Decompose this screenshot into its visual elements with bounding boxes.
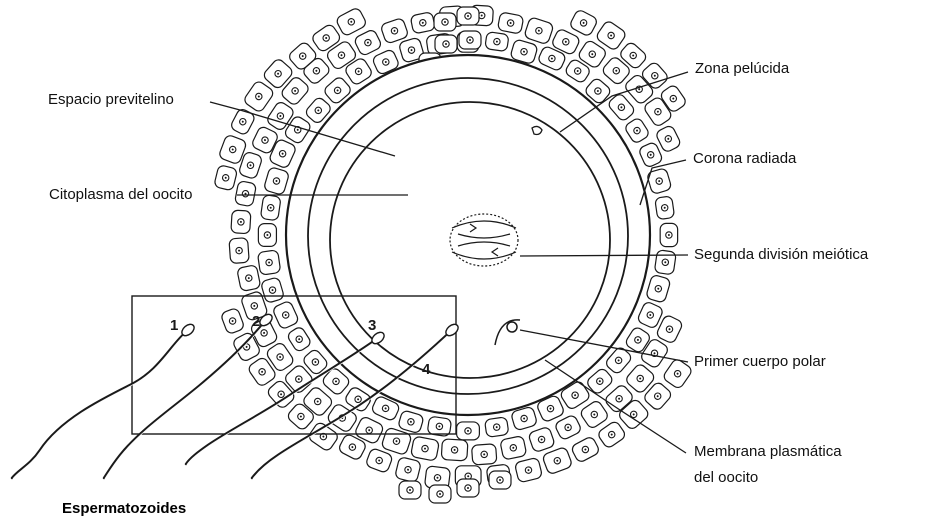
corona-cell bbox=[229, 238, 249, 264]
corona-cell bbox=[395, 457, 422, 483]
spermatozoon-1 bbox=[12, 322, 196, 479]
corona-cell bbox=[231, 210, 251, 234]
polar-body bbox=[507, 322, 517, 332]
corona-cell bbox=[524, 17, 554, 45]
corona-cell bbox=[365, 448, 393, 474]
stage-number-4: 4 bbox=[422, 361, 431, 378]
corona-cell bbox=[654, 250, 676, 275]
corona-cell bbox=[585, 367, 614, 395]
corona-cell bbox=[234, 181, 256, 207]
corona-cell bbox=[321, 366, 351, 396]
corona-cell bbox=[353, 29, 382, 57]
label-espacio-previtelino: Espacio previtelino bbox=[48, 91, 174, 109]
corona-cell bbox=[214, 165, 238, 191]
corona-cell bbox=[660, 223, 677, 246]
corona-cell bbox=[497, 12, 524, 34]
corona-cell bbox=[579, 399, 610, 429]
corona-cell bbox=[272, 300, 300, 330]
corona-cell bbox=[263, 167, 289, 196]
label-primer-cuerpo-polar: Primer cuerpo polar bbox=[694, 353, 826, 371]
label-membrana-line2: del oocito bbox=[694, 469, 758, 487]
stage-number-1: 1 bbox=[170, 317, 178, 334]
corona-cell bbox=[554, 414, 582, 441]
corona-cell bbox=[655, 124, 682, 153]
corona-cell bbox=[441, 439, 468, 461]
label-citoplasma: Citoplasma del oocito bbox=[49, 186, 192, 204]
corona-cell bbox=[624, 117, 651, 145]
corona-cell bbox=[597, 420, 627, 449]
corona-cell bbox=[258, 224, 276, 247]
corona-cell bbox=[410, 12, 435, 34]
corona-cell bbox=[542, 446, 573, 475]
corona-cell bbox=[457, 7, 479, 25]
corona-cell bbox=[435, 35, 457, 53]
caption-espermatozoides: Espermatozoides bbox=[62, 500, 186, 517]
corona-cell bbox=[220, 307, 245, 334]
corona-cell bbox=[410, 436, 439, 461]
corona-cell bbox=[471, 444, 496, 465]
corona-cell bbox=[457, 479, 479, 497]
corona-cell bbox=[459, 31, 481, 49]
corona-cell bbox=[429, 485, 451, 503]
corona-cell bbox=[260, 277, 284, 304]
corona-cell bbox=[500, 436, 527, 460]
label-corona-radiada: Corona radiada bbox=[693, 150, 796, 168]
corona-cell bbox=[570, 436, 600, 464]
corona-cell bbox=[528, 426, 556, 453]
corona-cell bbox=[646, 274, 671, 303]
corona-cell bbox=[637, 301, 664, 329]
corona-cell bbox=[399, 481, 421, 499]
corona-cell bbox=[260, 195, 281, 221]
corona-cell bbox=[257, 250, 280, 275]
corona-cell bbox=[662, 358, 693, 390]
corona-cell bbox=[569, 9, 599, 37]
corona-cell bbox=[243, 80, 275, 114]
label-zona-pelucida: Zona pelúcida bbox=[695, 60, 789, 78]
corona-cell bbox=[230, 107, 256, 135]
corona-cell bbox=[237, 265, 261, 292]
corona-cell bbox=[398, 410, 425, 434]
corona-cell bbox=[335, 7, 367, 37]
oocyte-membrane bbox=[330, 102, 610, 378]
corona-cell bbox=[655, 196, 675, 220]
corona-cell bbox=[380, 17, 409, 44]
corona-cell bbox=[489, 471, 511, 489]
corona-cell bbox=[484, 417, 508, 438]
corona-cell bbox=[286, 326, 312, 353]
label-membrana-line1: Membrana plasmática bbox=[694, 443, 842, 461]
stage-number-2: 2 bbox=[252, 313, 260, 330]
stage-number-3: 3 bbox=[368, 317, 376, 334]
corona-cell bbox=[514, 457, 542, 483]
corona-cell bbox=[381, 427, 412, 456]
label-segunda-division: Segunda división meiótica bbox=[694, 246, 868, 264]
corona-cell bbox=[457, 422, 480, 440]
corona-cell bbox=[485, 32, 509, 52]
corona-cell bbox=[434, 13, 456, 31]
corona-cell bbox=[638, 141, 664, 168]
